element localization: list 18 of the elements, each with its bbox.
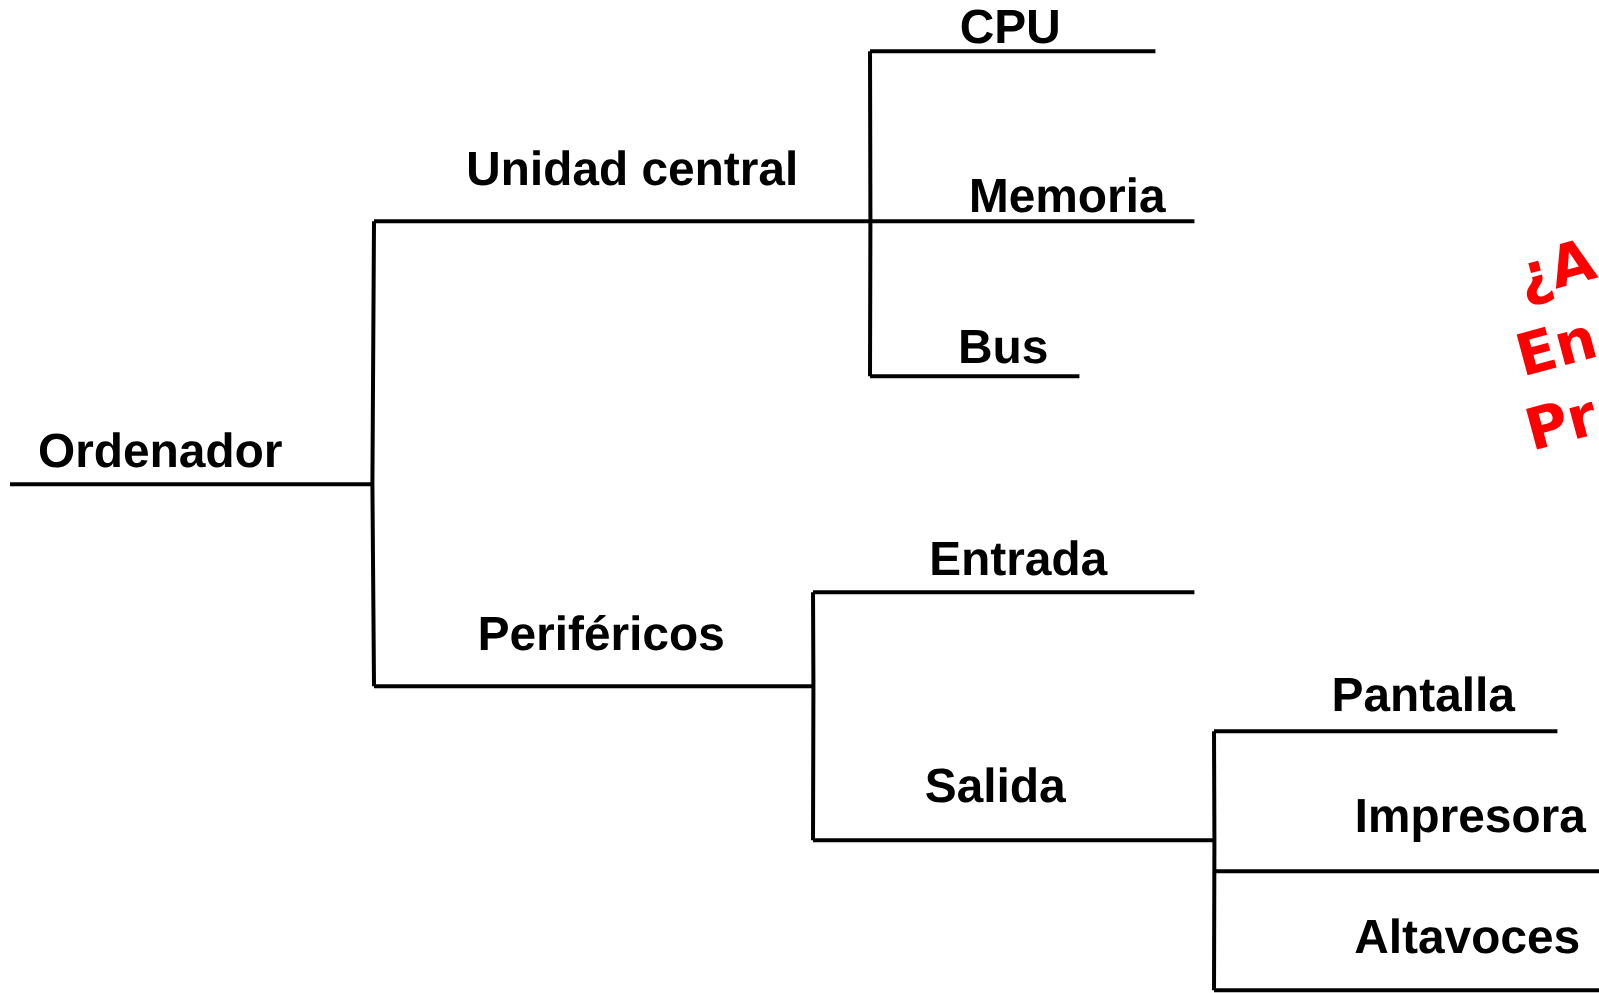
bracket-connector xyxy=(811,592,816,841)
overlay-text: En xyxy=(1516,326,1596,376)
bracket-connector xyxy=(1212,731,1217,991)
branch-label: Entrada xyxy=(813,540,1195,595)
overlay-text: Pr xyxy=(1526,401,1595,450)
branch-label: Unidad central xyxy=(374,150,871,224)
branch-label: Altavoces xyxy=(1214,918,1599,993)
bracket-connector xyxy=(868,51,873,377)
branch-label: Bus xyxy=(870,330,1080,379)
branch-label: Salida xyxy=(813,767,1215,843)
branch-label: Ordenador xyxy=(10,432,373,487)
branch-label: Pantalla xyxy=(1214,676,1558,734)
branch-label: Memoria xyxy=(870,177,1195,224)
branch-label: CPU xyxy=(870,9,1156,54)
branch-label: Periféricos xyxy=(374,614,814,689)
branch-label: Impresora xyxy=(1214,799,1599,874)
overlay-text: ¿A xyxy=(1526,240,1599,305)
bracket-connector xyxy=(370,221,376,687)
